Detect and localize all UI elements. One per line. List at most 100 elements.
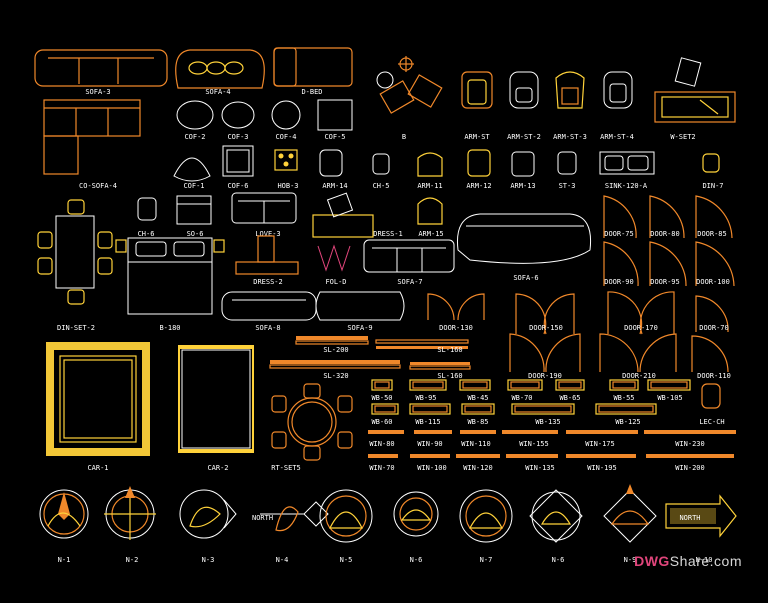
arm-st-4-block[interactable]: ARM-ST-4: [600, 71, 634, 141]
arm-14-block[interactable]: ARM-14: [319, 149, 348, 190]
win-195-block[interactable]: WIN-195: [566, 454, 636, 472]
north-arrow-n-5[interactable]: N-5: [319, 489, 373, 564]
wb-85-block[interactable]: WB-85: [461, 403, 495, 426]
wb-95-block[interactable]: WB-95: [409, 379, 447, 402]
cof-1-block[interactable]: COF-1: [173, 157, 211, 190]
cof-4-block[interactable]: COF-4: [271, 100, 301, 141]
sl-160-b-block[interactable]: SL-160: [409, 362, 471, 380]
wb-45-block[interactable]: WB-45: [459, 379, 491, 402]
win-155-block[interactable]: WIN-155: [502, 430, 558, 448]
north-arrow-n-9[interactable]: N-9: [603, 484, 657, 564]
sl-200-block[interactable]: SL-200: [295, 336, 369, 354]
wb-60-block[interactable]: WB-60: [371, 403, 399, 426]
door-75-block[interactable]: DOOR-75: [603, 195, 637, 239]
door-70-block[interactable]: DOOR-70: [695, 295, 729, 333]
win-135-block[interactable]: WIN-135: [506, 454, 558, 472]
north-arrow-n-6-b[interactable]: N-6: [529, 489, 583, 564]
win-120-block[interactable]: WIN-120: [456, 454, 500, 472]
door-85-block[interactable]: DOOR-85: [695, 195, 733, 239]
north-arrow-n-3[interactable]: N-3: [179, 489, 237, 564]
door-150-block[interactable]: DOOR-150: [515, 293, 575, 335]
love-3-label: LOVE-3: [255, 230, 280, 238]
north-arrow-n-7[interactable]: N-7: [459, 489, 513, 564]
win-175-block[interactable]: WIN-175: [566, 430, 638, 448]
so-6-block[interactable]: SO-6: [176, 195, 212, 238]
win-70-block[interactable]: WIN-70: [368, 454, 398, 472]
cof-6-label: COF-6: [227, 182, 248, 190]
wb-135-block[interactable]: WB-135: [511, 403, 575, 426]
dining-set-2-block[interactable]: DIN-SET-2: [37, 199, 113, 332]
door-90-block[interactable]: DOOR-90: [603, 241, 639, 287]
sofa-3-block[interactable]: SOFA-3: [34, 49, 168, 96]
door-170-block[interactable]: DOOR-170: [607, 291, 675, 335]
win-230-block[interactable]: WIN-230: [644, 430, 736, 448]
door-210-block[interactable]: DOOR-210: [599, 333, 677, 380]
door-95-block[interactable]: DOOR-95: [649, 241, 687, 287]
win-200-block[interactable]: WIN-200: [646, 454, 734, 472]
ch-6-block[interactable]: CH-6: [137, 197, 157, 238]
door-80-block[interactable]: DOOR-80: [649, 195, 685, 239]
w-set2-block[interactable]: W-SET2: [654, 57, 736, 141]
arm-st-block[interactable]: ARM-ST: [461, 71, 493, 141]
north-arrow-n-2[interactable]: N-2: [104, 486, 156, 564]
sink-120-a-block[interactable]: SINK-120-A: [599, 151, 655, 190]
door-190-block[interactable]: DOOR-190: [509, 333, 581, 380]
st-3-label: ST-3: [559, 182, 576, 190]
wb-50-label: WB-50: [371, 394, 392, 402]
win-110-label: WIN-110: [461, 440, 491, 448]
wb-105-block[interactable]: WB-105: [647, 379, 691, 402]
co-sofa-4-block[interactable]: CO-SOFA-4: [43, 99, 141, 190]
win-110-block[interactable]: WIN-110: [460, 430, 496, 448]
win-100-block[interactable]: WIN-100: [410, 454, 450, 472]
win-80-block[interactable]: WIN-80: [368, 430, 404, 448]
love-3-block[interactable]: LOVE-3: [231, 192, 297, 238]
car-1-block[interactable]: CAR-1: [46, 342, 150, 472]
cof-5-block[interactable]: COF-5: [317, 99, 353, 141]
hob-3-block[interactable]: HOB-3: [274, 149, 299, 190]
car-2-block[interactable]: CAR-2: [178, 345, 254, 472]
arm-11-block[interactable]: ARM-11: [417, 152, 443, 190]
sofa-6-block[interactable]: SOFA-6: [456, 213, 592, 282]
door-130-block[interactable]: DOOR-130: [427, 293, 485, 332]
door-170-label: DOOR-170: [624, 324, 658, 332]
wb-55-block[interactable]: WB-55: [609, 379, 639, 402]
b-180-block[interactable]: B-180: [115, 237, 225, 332]
fol-d-block[interactable]: FOL-D: [317, 244, 351, 286]
car-1-label: CAR-1: [87, 464, 108, 472]
rt-set5-block[interactable]: RT-SET5: [271, 383, 353, 472]
sofa-7-block[interactable]: SOFA-7: [363, 239, 455, 286]
lec-ch-block[interactable]: LEC-CH: [699, 383, 725, 426]
win-90-block[interactable]: WIN-90: [414, 430, 452, 448]
north-arrow-n-1[interactable]: N-1: [39, 489, 89, 564]
b-block[interactable]: B: [376, 56, 443, 141]
st-3-block[interactable]: ST-3: [557, 151, 577, 190]
door-110-block[interactable]: DOOR-110: [691, 335, 731, 380]
wb-70-block[interactable]: WB-70: [507, 379, 543, 402]
sofa-9-block[interactable]: SOFA-9: [315, 291, 405, 332]
wb-115-block[interactable]: WB-115: [409, 403, 451, 426]
door-100-block[interactable]: DOOR-100: [695, 241, 735, 287]
sl-320-block[interactable]: SL-320: [269, 360, 401, 380]
d-bed-block[interactable]: D-BED: [273, 47, 353, 96]
wb-65-block[interactable]: WB-65: [555, 379, 585, 402]
north-arrow-n-6-a[interactable]: N-6: [393, 491, 439, 564]
sofa-4-block[interactable]: SOFA-4: [175, 49, 265, 96]
dress-1-block[interactable]: DRESS-1: [312, 192, 403, 238]
arm-12-block[interactable]: ARM-12: [466, 149, 492, 190]
wb-85-label: WB-85: [467, 418, 488, 426]
north-arrow-n-4[interactable]: NORTH N-4: [252, 501, 329, 564]
arm-st-2-block[interactable]: ARM-ST-2: [507, 71, 541, 141]
north-arrow-n-10[interactable]: NORTH N-10: [665, 494, 737, 564]
arm-15-block[interactable]: ARM-15: [417, 197, 444, 238]
wb-50-block[interactable]: WB-50: [371, 379, 393, 402]
dress-2-block[interactable]: DRESS-2: [235, 235, 299, 286]
din-7-block[interactable]: DIN-7: [702, 153, 724, 190]
arm-st-3-block[interactable]: ARM-ST-3: [553, 71, 587, 141]
wb-125-block[interactable]: WB-125: [595, 403, 657, 426]
cof-2-block[interactable]: COF-2: [176, 100, 214, 141]
sl-160-a-block[interactable]: SL-160: [375, 339, 469, 354]
arm-13-block[interactable]: ARM-13: [510, 151, 536, 190]
ch-5-block[interactable]: CH-5: [372, 153, 390, 190]
cof-6-block[interactable]: COF-6: [222, 145, 254, 190]
cof-3-block[interactable]: COF-3: [221, 101, 255, 141]
